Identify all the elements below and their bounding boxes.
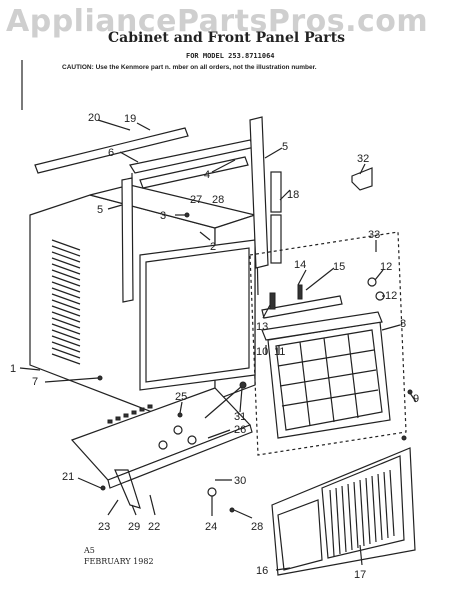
callout-19: 19 [124, 113, 136, 125]
leader-lines [19, 119, 417, 571]
callout-4: 4 [204, 169, 210, 181]
caution-note: CAUTION: Use the Kenmore part n. mber on… [62, 64, 317, 71]
callout-22: 22 [148, 521, 160, 533]
callout-16: 16 [256, 565, 268, 577]
footer-code: A5 [84, 546, 95, 555]
callout-2: 2 [210, 241, 216, 253]
watermark: AppliancePartsPros.com [6, 4, 429, 39]
front-frame [139, 239, 256, 391]
footer-date: FEBRUARY 1982 [84, 557, 154, 566]
top-strip [34, 127, 189, 174]
callout-26: 26 [234, 424, 246, 436]
callout-13: 13 [256, 321, 268, 333]
callout-12-bottom: 12 [385, 290, 397, 302]
callout-20: 20 [88, 112, 100, 124]
callout-5-left: 5 [97, 204, 103, 216]
callout-28-top: 28 [212, 194, 224, 206]
callout-labels: 20 19 6 4 5 5 27 28 3 2 18 1 7 32 33 14 … [10, 112, 419, 581]
callout-10: 10 [256, 346, 268, 358]
callout-9: 9 [413, 393, 419, 405]
louver-strips [261, 284, 343, 319]
callout-24: 24 [205, 521, 217, 533]
callout-15: 15 [333, 261, 345, 273]
callout-32: 32 [357, 153, 369, 165]
screw-head [239, 381, 247, 389]
callout-7: 7 [32, 376, 38, 388]
callout-6: 6 [108, 147, 114, 159]
base-plate [70, 387, 253, 509]
callout-3: 3 [160, 210, 166, 222]
callout-8: 8 [400, 318, 406, 330]
callout-23: 23 [98, 521, 110, 533]
callout-14: 14 [294, 259, 306, 271]
callout-33: 33 [368, 229, 380, 241]
callout-25: 25 [175, 391, 187, 403]
filler-blocks [270, 171, 282, 264]
callout-11: 11 [274, 346, 285, 358]
callout-31: 31 [234, 411, 246, 423]
model-number: FOR MODEL 253.8711064 [186, 52, 275, 60]
callout-18: 18 [287, 189, 299, 201]
callout-5-right: 5 [282, 141, 288, 153]
callout-17: 17 [354, 569, 366, 581]
screws [97, 212, 413, 513]
front-cover [271, 447, 416, 576]
clips [367, 277, 385, 301]
front-assembly-outline [249, 231, 407, 456]
callout-29: 29 [128, 521, 140, 533]
front-grille [261, 311, 391, 439]
callout-12-top: 12 [380, 261, 392, 273]
callout-27: 27 [190, 194, 202, 206]
callout-1: 1 [10, 363, 16, 375]
callout-21: 21 [62, 471, 74, 483]
callout-30: 30 [234, 475, 246, 487]
bracket-32 [351, 167, 373, 191]
diagram-title: Cabinet and Front Panel Parts [108, 30, 346, 46]
screw-rod [204, 385, 243, 419]
callout-28-bottom: 28 [251, 521, 263, 533]
side-strip-left [121, 177, 134, 303]
